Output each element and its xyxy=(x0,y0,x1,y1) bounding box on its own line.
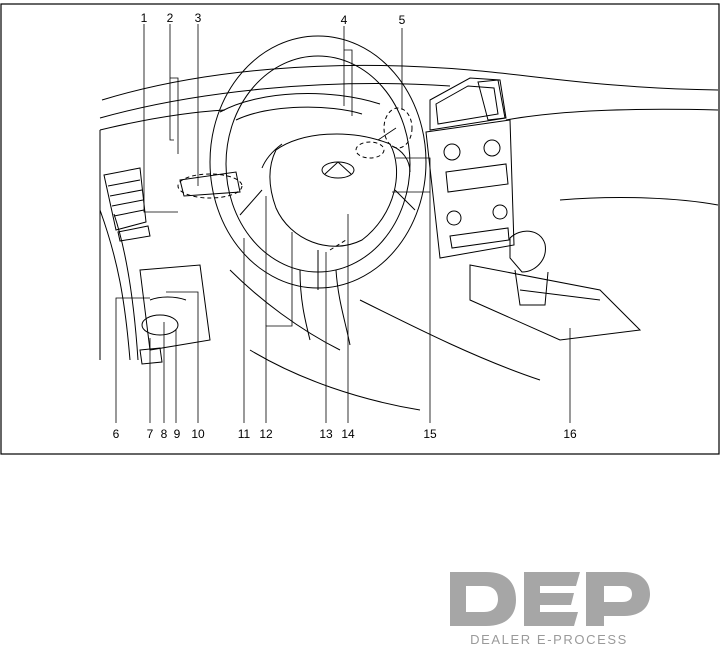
callout-11: 11 xyxy=(238,427,251,441)
callout-13: 13 xyxy=(319,427,333,441)
callout-10: 10 xyxy=(191,427,205,441)
callout-2: 2 xyxy=(167,11,174,25)
dep-logo-mark xyxy=(446,566,652,632)
dep-logo: DEALER E-PROCESS xyxy=(446,566,652,650)
callout-7: 7 xyxy=(147,427,154,441)
callout-6: 6 xyxy=(113,427,120,441)
callout-9: 9 xyxy=(174,427,181,441)
figure-border xyxy=(1,4,719,454)
dashed-regions xyxy=(178,108,412,250)
logo-subtitle: DEALER E-PROCESS xyxy=(446,632,652,647)
callout-8: 8 xyxy=(161,427,168,441)
callout-4: 4 xyxy=(341,13,348,27)
callout-labels: 1 2 3 4 5 6 7 8 9 10 11 12 13 14 15 16 xyxy=(113,11,577,441)
callout-16: 16 xyxy=(563,427,577,441)
callout-1: 1 xyxy=(141,11,148,25)
callout-14: 14 xyxy=(341,427,355,441)
line-art xyxy=(100,36,718,410)
callout-15: 15 xyxy=(423,427,437,441)
dashboard-illustration: 1 2 3 4 5 6 7 8 9 10 11 12 13 14 15 16 xyxy=(0,0,721,455)
callout-3: 3 xyxy=(195,11,202,25)
dashboard-figure: 1 2 3 4 5 6 7 8 9 10 11 12 13 14 15 16 xyxy=(0,0,721,455)
callout-12: 12 xyxy=(259,427,273,441)
callout-5: 5 xyxy=(399,13,406,27)
